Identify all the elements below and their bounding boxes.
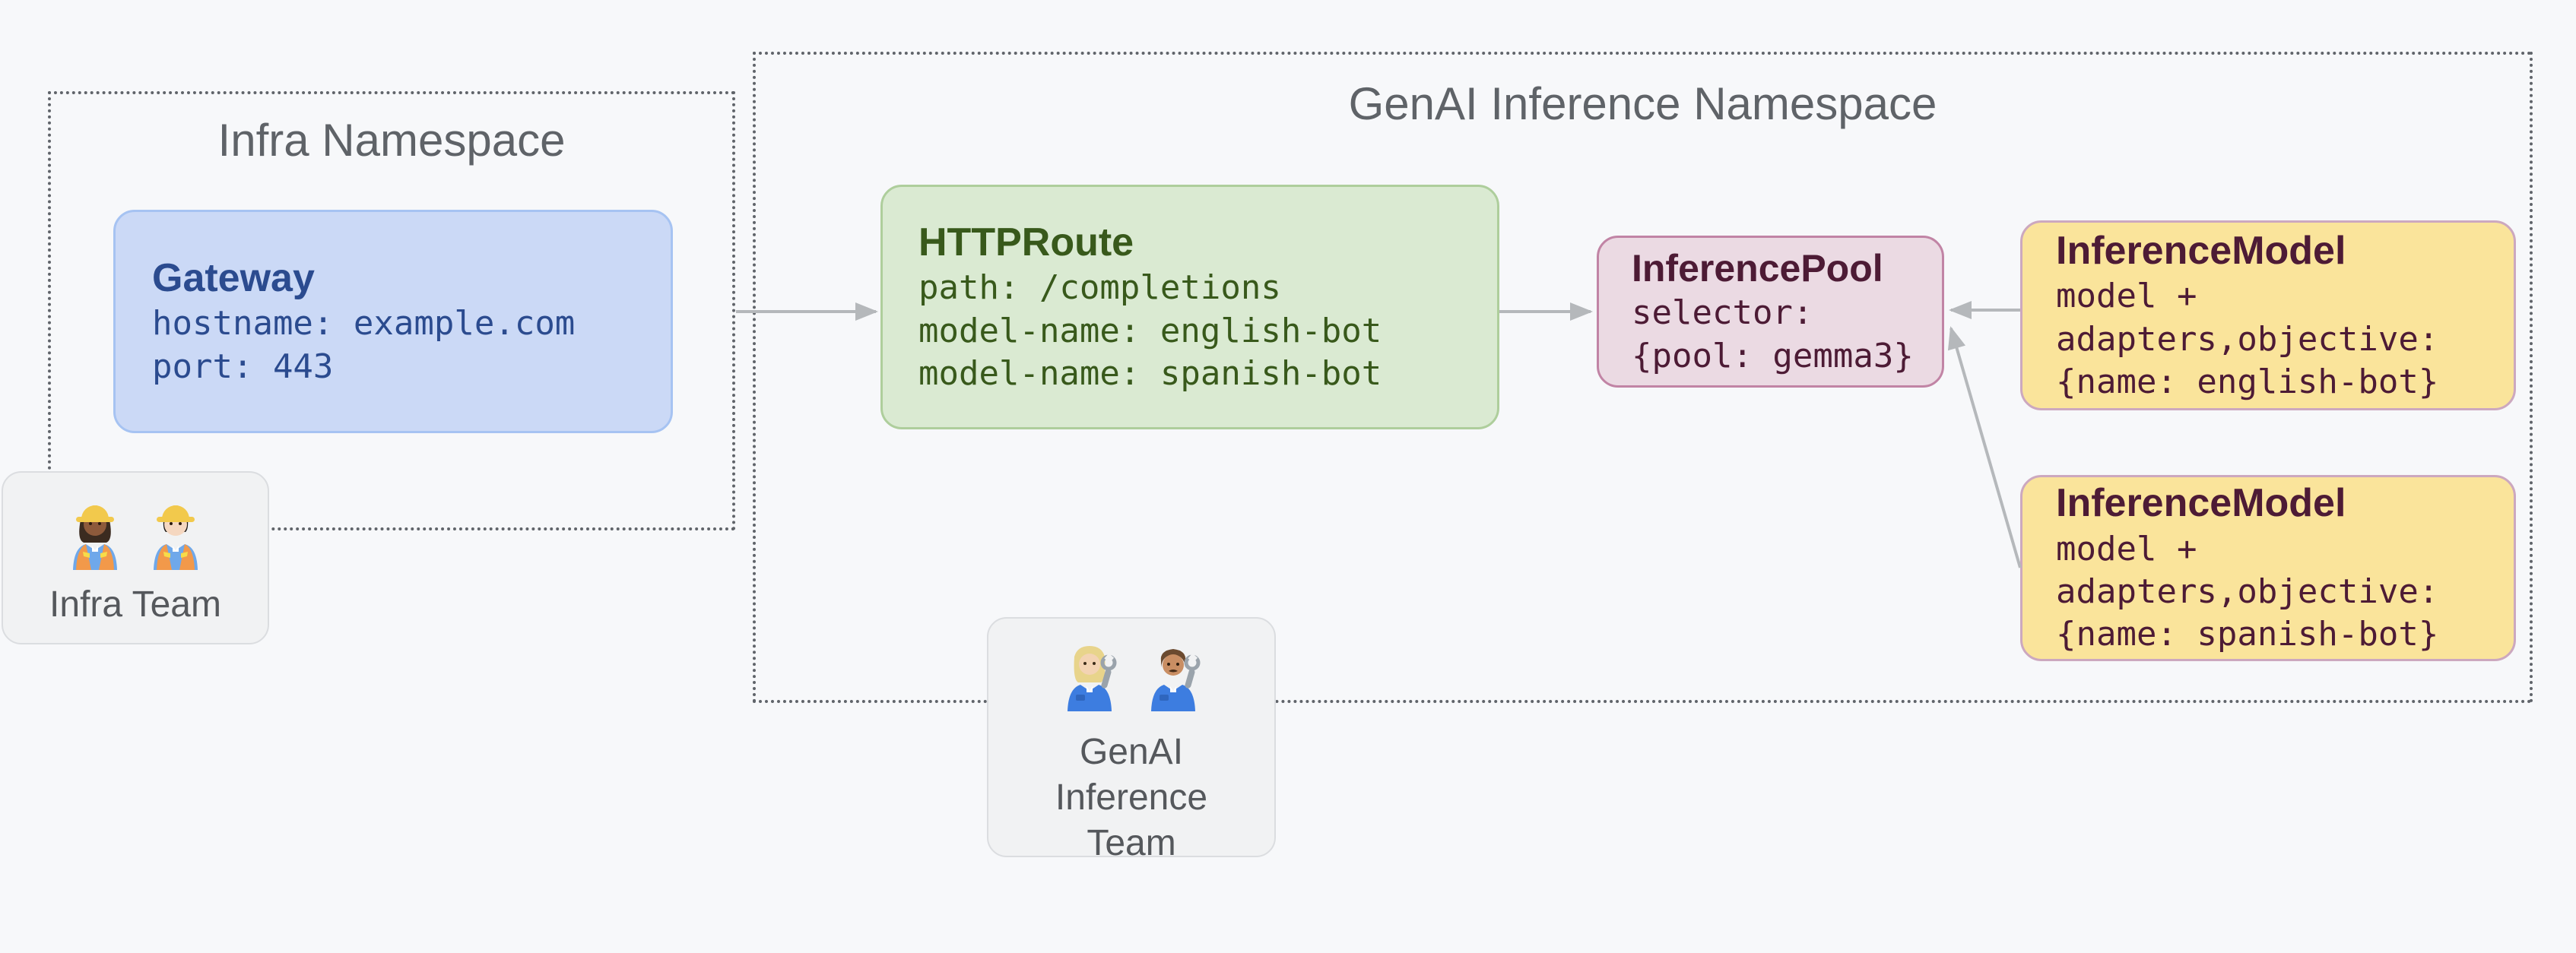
inference-model-english-line-3: {name: english-bot}	[2056, 362, 2439, 401]
gateway-title: Gateway	[152, 255, 315, 300]
infra-namespace-title: Infra Namespace	[217, 115, 566, 166]
woman-mechanic-icon	[1068, 646, 1117, 711]
httproute-model-english: model-name: english-bot	[918, 311, 1382, 350]
inference-pool-pool-label: {pool: gemma3}	[1632, 336, 1914, 375]
genai-team-icons	[1058, 637, 1205, 711]
inference-model-spanish-line-2: adapters,objective:	[2056, 572, 2439, 612]
inference-model-spanish-line-3: {name: spanish-bot}	[2056, 615, 2439, 654]
infra-namespace-boundary: Infra Namespace	[48, 91, 735, 530]
infra-team-card: Infra Team	[2, 471, 269, 644]
gateway-node: Gateway hostname: example.com port: 443	[113, 210, 673, 433]
man-mechanic-icon	[1151, 649, 1201, 711]
httproute-node: HTTPRoute path: /completions model-name:…	[880, 185, 1499, 429]
inference-model-english-node: InferenceModel model + adapters,objectiv…	[2020, 220, 2516, 410]
wrench-glyph	[1184, 653, 1201, 689]
gateway-port: port: 443	[152, 347, 334, 386]
inference-model-spanish-node: InferenceModel model + adapters,objectiv…	[2020, 475, 2516, 661]
genai-team-label: GenAI Inference Team	[1055, 732, 1208, 863]
man-construction-worker-icon	[154, 505, 198, 570]
inference-model-english-line-1: model +	[2056, 277, 2197, 316]
infra-team-label: Infra Team	[49, 584, 221, 625]
gateway-hostname: hostname: example.com	[152, 304, 576, 344]
inference-model-spanish-title: InferenceModel	[2056, 481, 2346, 526]
inference-pool-selector: selector:	[1632, 293, 1813, 333]
genai-team-card: GenAI Inference Team	[987, 617, 1276, 863]
inference-pool-node: InferencePool selector: {pool: gemma3}	[1597, 236, 1944, 388]
inference-model-english-title: InferenceModel	[2056, 228, 2346, 273]
inference-pool-title: InferencePool	[1632, 247, 1883, 290]
httproute-path: path: /completions	[918, 268, 1281, 308]
httproute-title: HTTPRoute	[918, 220, 1134, 264]
genai-namespace-boundary: GenAI Inference Namespace	[753, 52, 2533, 703]
inference-model-spanish-line-1: model +	[2056, 529, 2197, 568]
genai-namespace-title: GenAI Inference Namespace	[1348, 78, 1937, 129]
httproute-model-spanish: model-name: spanish-bot	[918, 353, 1382, 393]
wrench-glyph	[1100, 653, 1117, 689]
inference-model-english-line-2: adapters,objective:	[2056, 319, 2439, 359]
woman-construction-worker-icon	[73, 505, 117, 570]
infra-team-icons	[65, 495, 206, 570]
